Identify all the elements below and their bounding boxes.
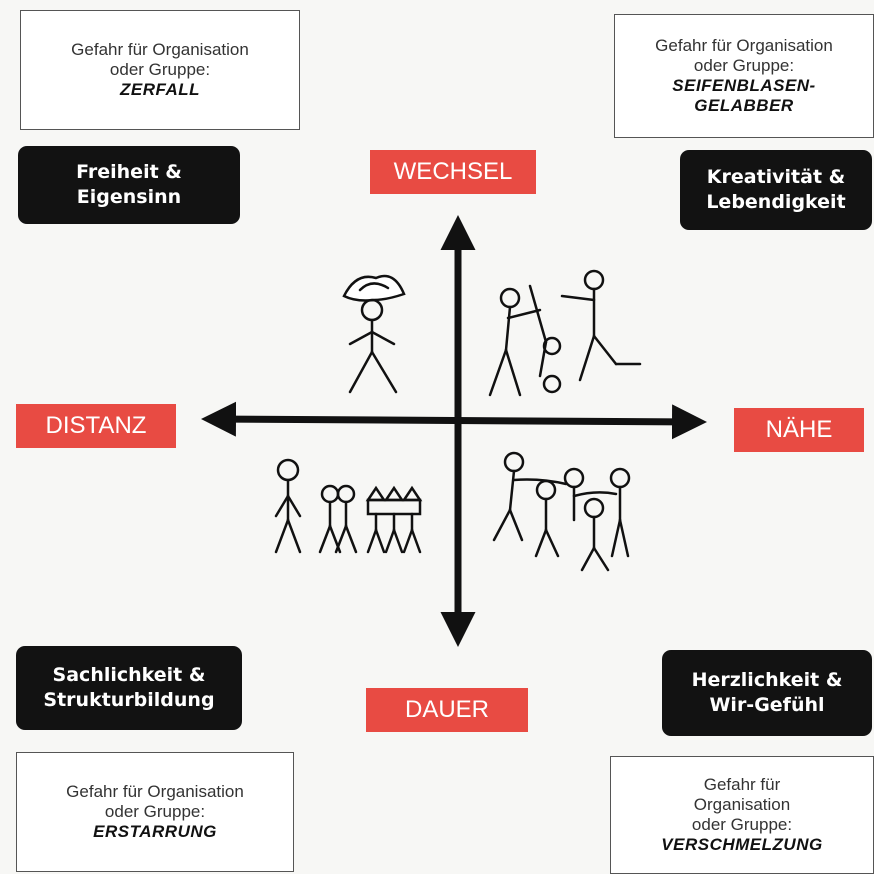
danger-label-line2: oder Gruppe: xyxy=(109,60,211,79)
figure-individualist-icon xyxy=(342,274,406,394)
value-line2: Lebendigkeit xyxy=(706,191,846,213)
danger-box-bottom-left: Gefahr für Organisation oder Gruppe: ERS… xyxy=(16,752,294,872)
danger-label-line2: Organisation xyxy=(693,795,791,814)
pole-label-bottom: DAUER xyxy=(366,688,528,732)
figures-dancing-group-icon xyxy=(488,269,642,397)
figures-embracing-group-icon xyxy=(492,451,631,572)
value-box-top-right: Kreativität & Lebendigkeit xyxy=(680,150,872,230)
value-line2: Eigensinn xyxy=(76,186,182,208)
danger-term: ERSTARRUNG xyxy=(93,822,217,841)
danger-label-line1: Gefahr für Organisation xyxy=(655,36,833,55)
value-box-top-left: Freiheit & Eigensinn xyxy=(18,146,240,224)
danger-label-line1: Gefahr für Organisation xyxy=(66,782,244,801)
danger-label-line1: Gefahr für Organisation xyxy=(71,40,249,59)
value-line1: Sachlichkeit & xyxy=(52,664,206,686)
danger-label-line2: oder Gruppe: xyxy=(693,56,795,75)
danger-box-top-right: Gefahr für Organisation oder Gruppe: SEI… xyxy=(614,14,874,138)
value-box-bottom-left: Sachlichkeit & Strukturbildung xyxy=(16,646,242,730)
value-line1: Kreativität & xyxy=(706,166,846,188)
danger-label-line3: oder Gruppe: xyxy=(691,815,793,834)
value-line2: Wir-Gefühl xyxy=(709,694,825,716)
danger-term: ZERFALL xyxy=(120,80,200,99)
horizontal-axis-arrow xyxy=(201,401,707,440)
danger-term-line2: GELABBER xyxy=(694,96,794,115)
pole-label-top: WECHSEL xyxy=(370,150,536,194)
pole-label-right: NÄHE xyxy=(734,408,864,452)
danger-term: VERSCHMELZUNG xyxy=(661,835,823,854)
danger-label-line2: oder Gruppe: xyxy=(104,802,206,821)
pole-label-left: DISTANZ xyxy=(16,404,176,448)
danger-label-line1: Gefahr für xyxy=(703,775,781,794)
danger-box-bottom-right: Gefahr für Organisation oder Gruppe: VER… xyxy=(610,756,874,874)
danger-box-top-left: Gefahr für Organisation oder Gruppe: ZER… xyxy=(20,10,300,130)
value-line1: Herzlichkeit & xyxy=(691,669,843,691)
value-line1: Freiheit & xyxy=(76,161,182,183)
axes xyxy=(201,215,707,647)
value-line2: Strukturbildung xyxy=(43,689,215,711)
figures-row-icon xyxy=(274,458,423,554)
value-box-bottom-right: Herzlichkeit & Wir-Gefühl xyxy=(662,650,872,736)
danger-term-line1: SEIFENBLASEN- xyxy=(672,76,816,95)
